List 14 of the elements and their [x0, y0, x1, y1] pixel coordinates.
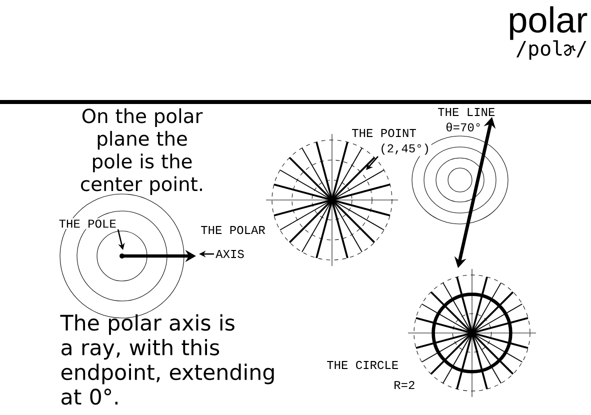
paragraph: On the polar plane the pole is the center point. — [81, 108, 203, 195]
label: THE CIRCLE — [327, 360, 398, 370]
leader-arrow — [366, 156, 379, 170]
label: THE LINE — [438, 108, 495, 116]
label: θ=70° — [446, 122, 480, 132]
label: THE POLAR — [201, 226, 266, 234]
callout-label: AXIS — [214, 248, 246, 260]
label: THE POINT — [352, 128, 416, 138]
label: R=2 — [394, 381, 414, 390]
pronunciation: /polɚ/ — [516, 40, 586, 60]
title: polar — [510, 6, 588, 40]
paragraph: The polar axis is a ray, with this endpoint, extending at 0°. — [60, 314, 274, 405]
callout-label: (2,45°) — [378, 142, 432, 156]
callout-label: THE POLE — [57, 218, 118, 230]
